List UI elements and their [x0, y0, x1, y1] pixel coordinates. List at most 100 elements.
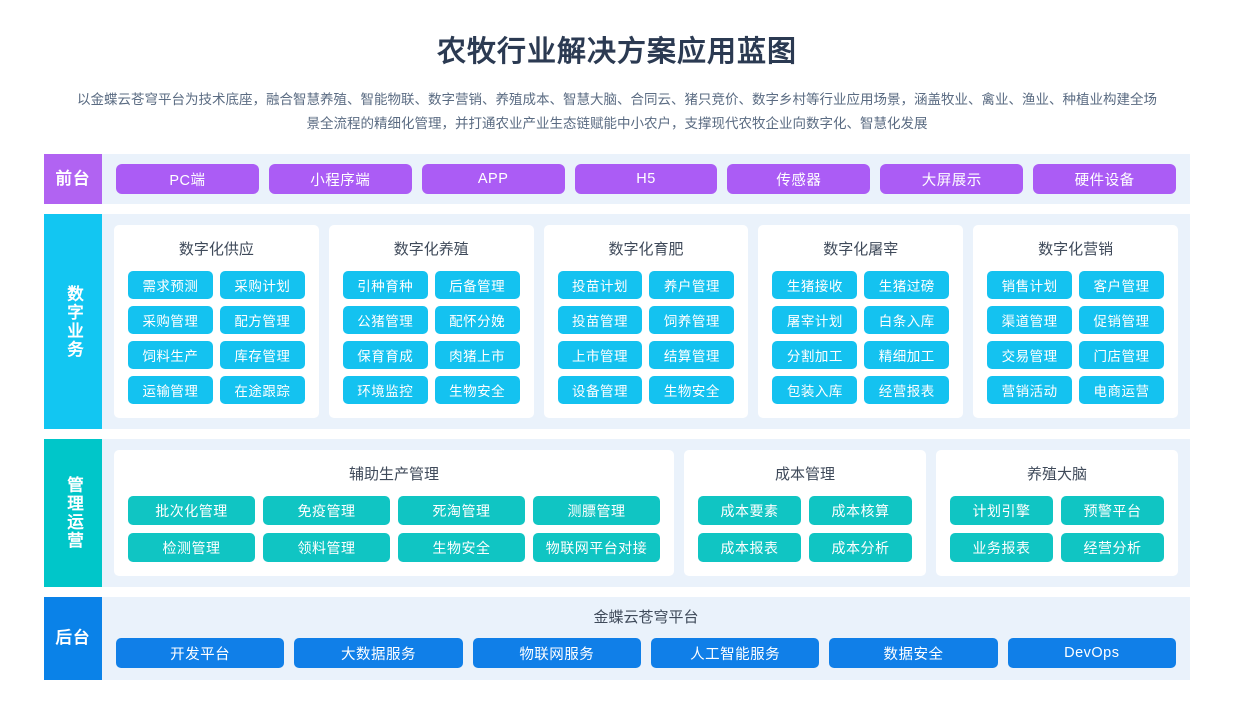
business-chip[interactable]: 上市管理: [557, 341, 643, 369]
management-layer-columns: 辅助生产管理 批次化管理 免疫管理 死淘管理 测膘管理 检测管理 领料管理 生物…: [102, 439, 1190, 587]
backend-chip-row: 开发平台 大数据服务 物联网服务 人工智能服务 数据安全 DevOps: [116, 638, 1176, 668]
management-chip[interactable]: 检测管理: [128, 533, 255, 562]
management-column-title: 养殖大脑: [1026, 466, 1087, 483]
front-item[interactable]: 硬件设备: [1033, 164, 1177, 194]
business-chip[interactable]: 需求预测: [128, 271, 213, 299]
business-chip[interactable]: 肉猪上市: [434, 341, 520, 369]
management-layer-label: 管理运营: [44, 439, 102, 587]
business-column-title: 数字化营销: [1038, 241, 1114, 258]
business-chip[interactable]: 环境监控: [342, 376, 428, 404]
business-chip[interactable]: 分割加工: [772, 341, 858, 369]
business-chip-grid: 生猪接收 生猪过磅 屠宰计划 白条入库 分割加工 精细加工 包装入库 经营报表: [772, 271, 950, 404]
front-item[interactable]: 小程序端: [268, 164, 412, 194]
front-item[interactable]: PC端: [116, 164, 259, 194]
business-chip[interactable]: 投苗计划: [557, 271, 643, 299]
business-chip-grid: 销售计划 客户管理 渠道管理 促销管理 交易管理 门店管理 营销活动 电商运营: [987, 271, 1164, 404]
business-chip[interactable]: 交易管理: [987, 341, 1073, 369]
management-chip[interactable]: 免疫管理: [263, 496, 390, 525]
business-chip[interactable]: 采购计划: [219, 271, 305, 299]
front-layer-items: PC端 小程序端 APP H5 传感器 大屏展示 硬件设备: [102, 154, 1190, 204]
backend-platform-title: 金蝶云苍穹平台: [593, 609, 699, 626]
business-chip[interactable]: 保育育成: [342, 341, 428, 369]
management-chip[interactable]: 成本分析: [809, 533, 912, 562]
business-chip[interactable]: 白条入库: [864, 306, 950, 334]
management-chip[interactable]: 业务报表: [950, 533, 1053, 562]
business-chip[interactable]: 门店管理: [1079, 341, 1164, 369]
business-chip[interactable]: 饲料生产: [128, 341, 213, 369]
business-column: 数字化养殖 引种育种 后备管理 公猪管理 配怀分娩 保育育成 肉猪上市 环境监控…: [328, 225, 534, 418]
business-chip[interactable]: 客户管理: [1079, 271, 1164, 299]
business-chip[interactable]: 电商运营: [1079, 376, 1164, 404]
management-column: 辅助生产管理 批次化管理 免疫管理 死淘管理 测膘管理 检测管理 领料管理 生物…: [114, 450, 674, 576]
management-chip[interactable]: 批次化管理: [128, 496, 255, 525]
management-chip[interactable]: 经营分析: [1061, 533, 1164, 562]
business-chip-grid: 引种育种 后备管理 公猪管理 配怀分娩 保育育成 肉猪上市 环境监控 生物安全: [342, 271, 520, 404]
management-chip[interactable]: 成本要素: [698, 496, 801, 525]
business-column: 数字化屠宰 生猪接收 生猪过磅 屠宰计划 白条入库 分割加工 精细加工 包装入库…: [758, 225, 964, 418]
management-layer-band: 管理运营 辅助生产管理 批次化管理 免疫管理 死淘管理 测膘管理 检测管理 领料…: [44, 439, 1190, 587]
page-subtitle: 以金蝶云苍穹平台为技术底座，融合智慧养殖、智能物联、数字营销、养殖成本、智慧大脑…: [77, 92, 1157, 131]
business-chip[interactable]: 采购管理: [128, 306, 213, 334]
management-chip[interactable]: 物联网平台对接: [533, 533, 660, 562]
business-chip[interactable]: 在途跟踪: [219, 376, 305, 404]
management-chip[interactable]: 成本报表: [698, 533, 801, 562]
business-column-title: 数字化屠宰: [823, 241, 899, 258]
business-chip[interactable]: 渠道管理: [987, 306, 1073, 334]
backend-chip[interactable]: 人工智能服务: [650, 638, 820, 668]
business-chip[interactable]: 销售计划: [987, 271, 1073, 299]
management-column: 成本管理 成本要素 成本核算 成本报表 成本分析: [684, 450, 926, 576]
management-chip[interactable]: 预警平台: [1061, 496, 1164, 525]
business-chip[interactable]: 经营报表: [864, 376, 950, 404]
business-column: 数字化供应 需求预测 采购计划 采购管理 配方管理 饲料生产 库存管理 运输管理…: [114, 225, 319, 418]
front-item[interactable]: APP: [421, 164, 565, 194]
business-chip[interactable]: 生猪接收: [772, 271, 858, 299]
management-chip[interactable]: 领料管理: [263, 533, 390, 562]
business-chip[interactable]: 养户管理: [649, 271, 735, 299]
front-item[interactable]: 传感器: [727, 164, 871, 194]
business-chip[interactable]: 运输管理: [128, 376, 213, 404]
business-column: 数字化营销 销售计划 客户管理 渠道管理 促销管理 交易管理 门店管理 营销活动…: [973, 225, 1178, 418]
business-chip[interactable]: 公猪管理: [342, 306, 428, 334]
backend-chip[interactable]: 开发平台: [116, 638, 285, 668]
business-chip[interactable]: 结算管理: [649, 341, 735, 369]
business-chip-grid: 投苗计划 养户管理 投苗管理 饲养管理 上市管理 结算管理 设备管理 生物安全: [557, 271, 735, 404]
business-layer-columns: 数字化供应 需求预测 采购计划 采购管理 配方管理 饲料生产 库存管理 运输管理…: [102, 214, 1190, 429]
management-chip[interactable]: 测膘管理: [533, 496, 660, 525]
backend-layer-band: 后台 金蝶云苍穹平台 开发平台 大数据服务 物联网服务 人工智能服务 数据安全 …: [44, 597, 1190, 680]
business-chip[interactable]: 屠宰计划: [772, 306, 858, 334]
business-chip[interactable]: 促销管理: [1079, 306, 1164, 334]
business-chip-grid: 需求预测 采购计划 采购管理 配方管理 饲料生产 库存管理 运输管理 在途跟踪: [128, 271, 305, 404]
business-chip[interactable]: 引种育种: [342, 271, 428, 299]
business-chip[interactable]: 配方管理: [219, 306, 305, 334]
front-item[interactable]: 大屏展示: [880, 164, 1024, 194]
business-chip[interactable]: 生猪过磅: [864, 271, 950, 299]
management-chip[interactable]: 成本核算: [809, 496, 912, 525]
backend-chip[interactable]: 数据安全: [829, 638, 998, 668]
business-chip[interactable]: 投苗管理: [557, 306, 643, 334]
business-chip[interactable]: 配怀分娩: [434, 306, 520, 334]
business-column-title: 数字化育肥: [608, 241, 684, 258]
business-chip[interactable]: 营销活动: [987, 376, 1073, 404]
backend-chip[interactable]: 大数据服务: [294, 638, 463, 668]
management-chip[interactable]: 计划引擎: [950, 496, 1053, 525]
business-chip[interactable]: 饲养管理: [649, 306, 735, 334]
backend-layer-label-text: 后台: [55, 629, 91, 647]
business-chip[interactable]: 生物安全: [649, 376, 735, 404]
business-chip[interactable]: 设备管理: [557, 376, 643, 404]
business-chip[interactable]: 后备管理: [434, 271, 520, 299]
backend-chip[interactable]: 物联网服务: [472, 638, 641, 668]
management-chip[interactable]: 生物安全: [398, 533, 525, 562]
management-column-title: 辅助生产管理: [348, 466, 439, 483]
business-chip[interactable]: 包装入库: [772, 376, 858, 404]
business-column: 数字化育肥 投苗计划 养户管理 投苗管理 饲养管理 上市管理 结算管理 设备管理…: [543, 225, 749, 418]
business-layer-band: 数字业务 数字化供应 需求预测 采购计划 采购管理 配方管理 饲料生产 库存管理…: [44, 214, 1190, 429]
management-chip[interactable]: 死淘管理: [398, 496, 525, 525]
backend-chip[interactable]: DevOps: [1007, 638, 1176, 668]
business-chip[interactable]: 精细加工: [864, 341, 950, 369]
business-chip[interactable]: 库存管理: [219, 341, 305, 369]
business-chip[interactable]: 生物安全: [434, 376, 520, 404]
front-layer-band: 前台 PC端 小程序端 APP H5 传感器 大屏展示 硬件设备: [44, 154, 1190, 204]
front-item[interactable]: H5: [574, 164, 718, 194]
backend-layer-label: 后台: [44, 597, 102, 680]
front-layer-label-text: 前台: [55, 169, 91, 188]
